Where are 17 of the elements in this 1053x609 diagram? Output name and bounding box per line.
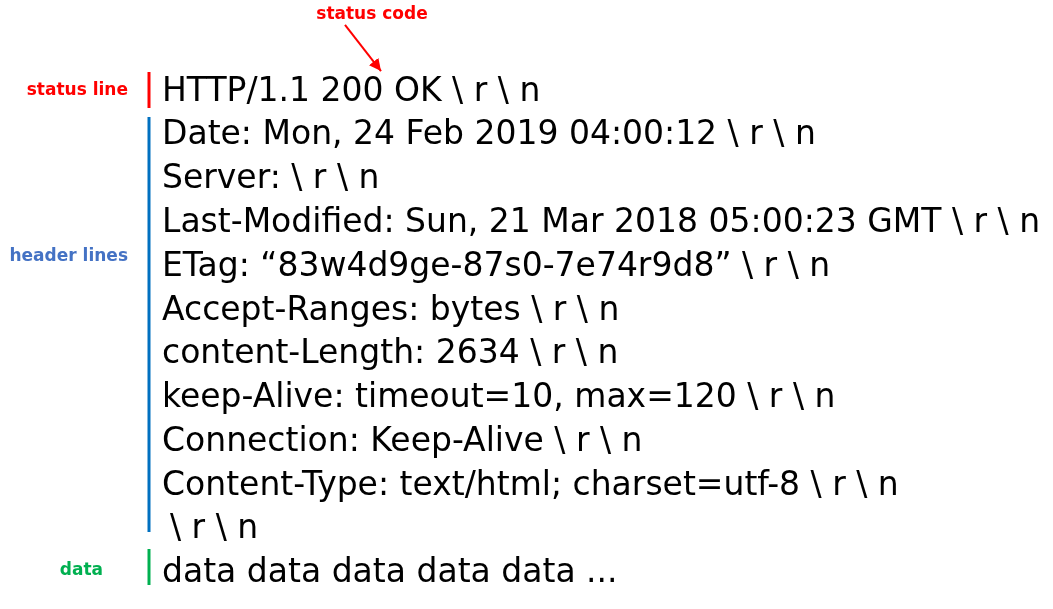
status-line-text: HTTP/1.1 200 OK \ r \ n: [162, 71, 541, 109]
header-line-text: Connection: Keep-Alive \ r \ n: [162, 421, 643, 459]
leader-arrow: [344, 23, 382, 73]
section-label: header lines: [9, 246, 128, 266]
annotation-label: status code: [316, 4, 428, 24]
header-line-text: Accept-Ranges: bytes \ r \ n: [162, 290, 620, 328]
line-break-text: \ r \ n: [170, 508, 259, 546]
header-line-text: Date: Mon, 24 Feb 2019 04:00:12 \ r \ n: [162, 114, 816, 152]
header-line-text: keep-Alive: timeout=10, max=120 \ r \ n: [162, 377, 836, 415]
header-line-text: content-Length: 2634 \ r \ n: [162, 333, 619, 371]
header-line-text: ETag: “83w4d9ge-87s0-7e74r9d8” \ r \ n: [162, 246, 831, 284]
header-line-text: Content-Type: text/html; charset=utf-8 \ r \ n: [162, 465, 899, 503]
section-label: data: [59, 560, 103, 580]
body-data-text: data data data data data ...: [162, 552, 618, 590]
header-line-text: Last-Modified: Sun, 21 Mar 2018 05:00:23 GMT \ r \ n: [162, 202, 1041, 240]
section-label: status line: [26, 80, 128, 100]
header-line-text: Server: \ r \ n: [162, 158, 380, 196]
